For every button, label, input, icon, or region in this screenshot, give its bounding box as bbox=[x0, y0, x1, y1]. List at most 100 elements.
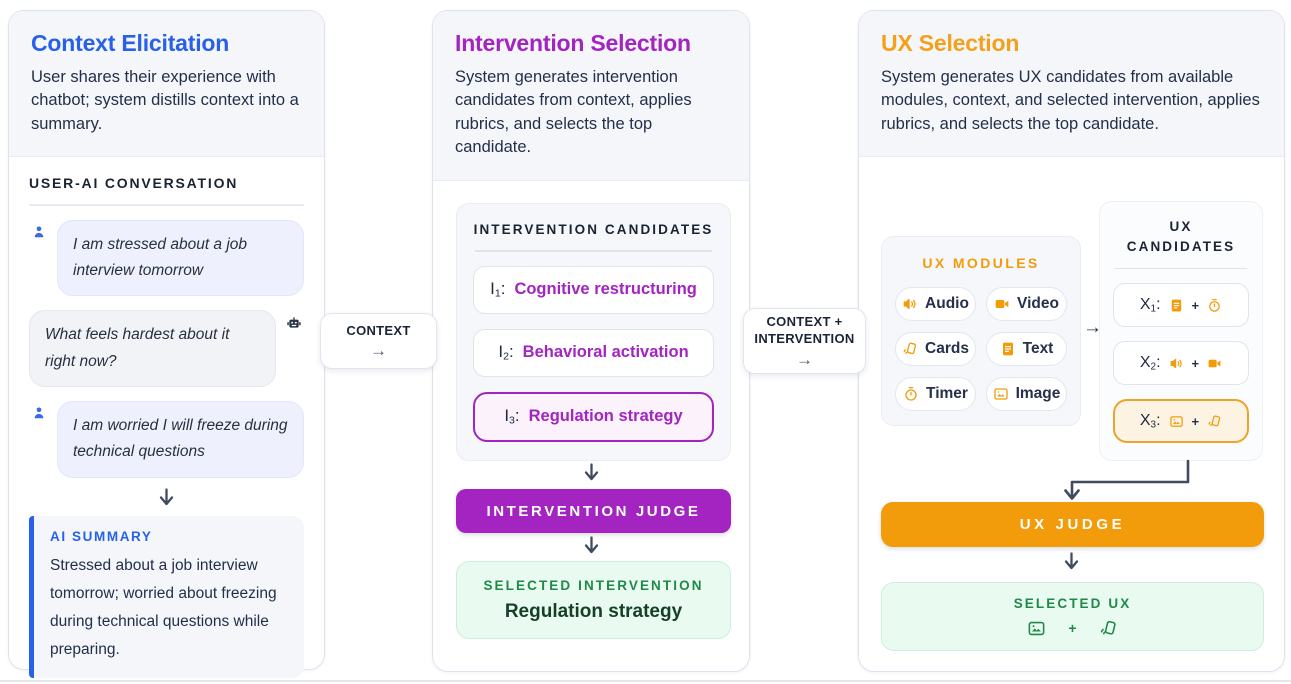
bottom-divider bbox=[0, 680, 1291, 682]
cards-icon bbox=[1207, 414, 1222, 429]
context-elicitation-panel: Context Elicitation User shares their ex… bbox=[8, 10, 325, 679]
selected-ux-label: SELECTED UX bbox=[1013, 595, 1132, 611]
module-label: Timer bbox=[926, 385, 968, 402]
intervention-candidate-1: I1: Cognitive restructuring bbox=[473, 265, 714, 314]
ux-panel-title: UX Selection bbox=[881, 30, 1020, 56]
ux-modules-box: UX MODULES Audio Video Cards Text bbox=[881, 236, 1081, 426]
arrow-down-icon bbox=[29, 488, 304, 508]
module-video: Video bbox=[986, 287, 1067, 321]
audio-icon bbox=[902, 296, 918, 312]
candidate-id: X1: bbox=[1139, 295, 1161, 315]
context-panel-description: User shares their experience with chatbo… bbox=[31, 68, 299, 133]
candidate-id: I3: bbox=[504, 406, 520, 428]
ux-candidate-2: X2: + bbox=[1113, 341, 1249, 385]
plus-sign: + bbox=[1191, 355, 1200, 371]
right-arrow-icon: → bbox=[796, 349, 813, 369]
module-image: Image bbox=[986, 377, 1067, 411]
candidate-name: Cognitive restructuring bbox=[514, 280, 697, 299]
candidate-name: Regulation strategy bbox=[528, 407, 683, 426]
ai-summary-text: Stressed about a job interview tomorrow;… bbox=[50, 556, 277, 658]
candidate-id: X3: bbox=[1139, 411, 1161, 431]
intervention-candidate-2: I2: Behavioral activation bbox=[473, 328, 714, 377]
ux-panel-description: System generates UX candidates from avai… bbox=[881, 68, 1260, 133]
text-icon bbox=[1000, 341, 1016, 357]
cards-icon bbox=[902, 341, 918, 357]
context-intervention-connector-label: CONTEXT +INTERVENTION bbox=[754, 314, 855, 346]
ux-panel-header: UX Selection System generates UX candida… bbox=[859, 11, 1284, 158]
ux-selection-panel: UX Selection System generates UX candida… bbox=[858, 10, 1285, 672]
right-arrow-icon: → bbox=[370, 341, 387, 361]
intervention-panel-title: Intervention Selection bbox=[455, 30, 691, 56]
module-label: Cards bbox=[925, 340, 969, 357]
candidate-id: I1: bbox=[490, 279, 506, 301]
divider bbox=[1115, 267, 1247, 269]
module-label: Text bbox=[1022, 340, 1054, 357]
right-arrow-icon: → bbox=[1083, 317, 1102, 338]
arrow-down-icon bbox=[859, 552, 1284, 572]
intervention-candidates-box: INTERVENTION CANDIDATES I1: Cognitive re… bbox=[456, 203, 731, 461]
module-audio: Audio bbox=[895, 287, 976, 321]
module-cards: Cards bbox=[895, 332, 976, 366]
ux-candidates-label: UX CANDIDATES bbox=[1126, 219, 1236, 255]
ux-candidate-1: X1: + bbox=[1113, 283, 1249, 327]
context-intervention-connector: CONTEXT +INTERVENTION → bbox=[743, 308, 866, 374]
plus-sign: + bbox=[1191, 297, 1200, 313]
divider bbox=[29, 204, 304, 206]
ai-summary-label: AI SUMMARY bbox=[50, 528, 153, 544]
image-icon bbox=[1027, 619, 1046, 638]
message-row: What feels hardest about it right now? bbox=[29, 310, 304, 388]
conversation-section: USER-AI CONVERSATION I am stressed about… bbox=[9, 157, 324, 679]
divider bbox=[475, 250, 712, 252]
module-timer: Timer bbox=[895, 377, 976, 411]
ux-modules-grid: Audio Video Cards Text Timer bbox=[895, 287, 1067, 411]
person-icon bbox=[29, 225, 49, 239]
intervention-candidate-3-selected: I3: Regulation strategy bbox=[473, 391, 714, 442]
person-icon bbox=[29, 406, 49, 420]
image-icon bbox=[1169, 414, 1184, 429]
intervention-selection-panel: Intervention Selection System generates … bbox=[432, 10, 750, 672]
intervention-panel-header: Intervention Selection System generates … bbox=[433, 11, 749, 181]
context-panel-title: Context Elicitation bbox=[31, 30, 230, 56]
audio-icon bbox=[1169, 356, 1184, 371]
candidate-id: X2: bbox=[1139, 353, 1161, 373]
timer-icon bbox=[1207, 298, 1222, 313]
image-icon bbox=[993, 386, 1009, 402]
assistant-message-bubble: What feels hardest about it right now? bbox=[29, 310, 276, 388]
plus-sign: + bbox=[1191, 413, 1200, 429]
ux-candidates-box: UX CANDIDATES X1: + X2: + X3: + bbox=[1099, 201, 1263, 461]
cards-icon bbox=[1099, 619, 1118, 638]
module-label: Video bbox=[1017, 295, 1059, 312]
context-connector-label: CONTEXT bbox=[346, 322, 411, 338]
ux-judge-bar: UX JUDGE bbox=[881, 502, 1264, 547]
selected-ux-box: SELECTED UX + bbox=[881, 582, 1264, 651]
message-row: I am stressed about a job interview tomo… bbox=[29, 219, 304, 297]
timer-icon bbox=[903, 386, 919, 402]
intervention-panel-description: System generates intervention candidates… bbox=[455, 68, 692, 157]
message-row: I am worried I will freeze during techni… bbox=[29, 401, 304, 478]
ux-candidate-3-selected: X3: + bbox=[1113, 399, 1249, 443]
ai-summary-box: AI SUMMARY Stressed about a job intervie… bbox=[29, 515, 304, 679]
context-connector: CONTEXT → bbox=[320, 313, 437, 369]
context-panel-header: Context Elicitation User shares their ex… bbox=[9, 11, 324, 158]
conversation-label: USER-AI CONVERSATION bbox=[29, 175, 239, 192]
module-label: Image bbox=[1015, 385, 1061, 402]
intervention-candidates-label: INTERVENTION CANDIDATES bbox=[473, 222, 714, 237]
arrow-down-icon bbox=[433, 463, 749, 483]
candidate-id: I2: bbox=[498, 342, 514, 364]
video-icon bbox=[1207, 356, 1222, 371]
user-message-bubble: I am stressed about a job interview tomo… bbox=[57, 219, 304, 297]
plus-sign: + bbox=[1068, 620, 1077, 636]
candidate-name: Behavioral activation bbox=[522, 343, 689, 362]
selected-intervention-box: SELECTED INTERVENTION Regulation strateg… bbox=[456, 561, 731, 639]
selected-intervention-label: SELECTED INTERVENTION bbox=[483, 577, 704, 593]
robot-icon bbox=[284, 315, 304, 331]
ux-modules-label: UX MODULES bbox=[922, 255, 1040, 271]
selected-ux-icons: + bbox=[1027, 619, 1117, 638]
intervention-judge-bar: INTERVENTION JUDGE bbox=[456, 489, 731, 533]
arrow-down-icon bbox=[433, 536, 749, 556]
text-icon bbox=[1169, 298, 1184, 313]
selected-intervention-value: Regulation strategy bbox=[504, 600, 683, 622]
module-label: Audio bbox=[925, 295, 969, 312]
module-text: Text bbox=[986, 332, 1067, 366]
